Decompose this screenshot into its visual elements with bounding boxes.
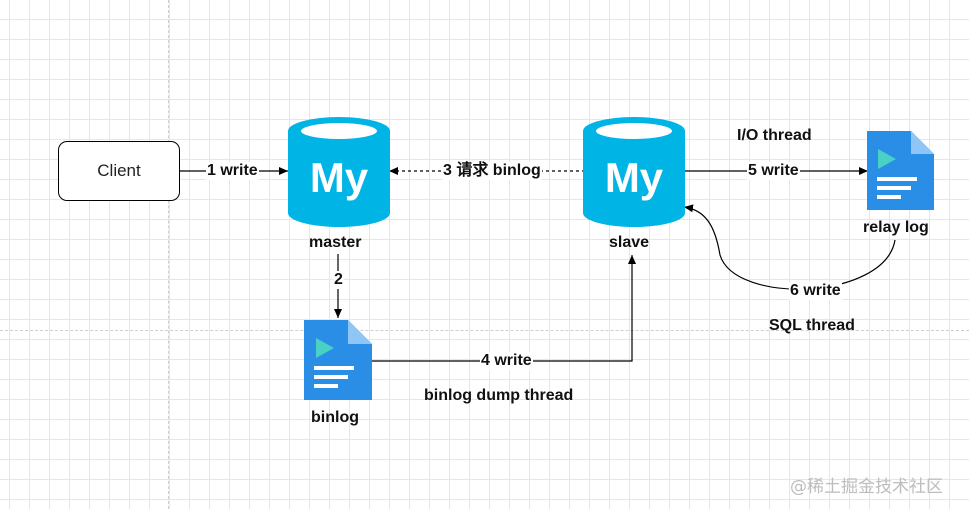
guide-line-vertical (168, 0, 169, 509)
slave-logo-text: My (605, 154, 664, 201)
master-label: master (309, 234, 362, 251)
edge-binlog-slave (372, 255, 636, 362)
relay-log-label: relay log (863, 219, 929, 236)
edge-label-4-write: 4 write (480, 352, 533, 370)
master-db-icon: My (288, 117, 390, 227)
edge-label-2: 2 (333, 271, 344, 289)
edge-label-1-write: 1 write (206, 162, 259, 180)
slave-label: slave (609, 234, 650, 251)
client-label: Client (97, 161, 141, 180)
binlog-dump-thread-label: binlog dump thread (424, 387, 574, 404)
edge-label-3-request-binlog: 3 请求 binlog (442, 162, 542, 180)
io-thread-label: I/O thread (737, 127, 812, 144)
binlog-label: binlog (311, 409, 359, 426)
client-node: Client (58, 141, 180, 201)
guide-line-horizontal (0, 330, 969, 331)
sql-thread-label: SQL thread (769, 317, 855, 334)
watermark-text: @稀土掘金技术社区 (790, 477, 943, 497)
master-logo-text: My (310, 154, 369, 201)
relay-log-file-icon (867, 131, 934, 210)
edge-relaylog-slave (683, 204, 896, 290)
edge-label-5-write: 5 write (747, 162, 800, 180)
slave-db-icon: My (583, 117, 685, 227)
binlog-file-icon (304, 320, 372, 400)
edge-label-6-write: 6 write (789, 282, 842, 300)
